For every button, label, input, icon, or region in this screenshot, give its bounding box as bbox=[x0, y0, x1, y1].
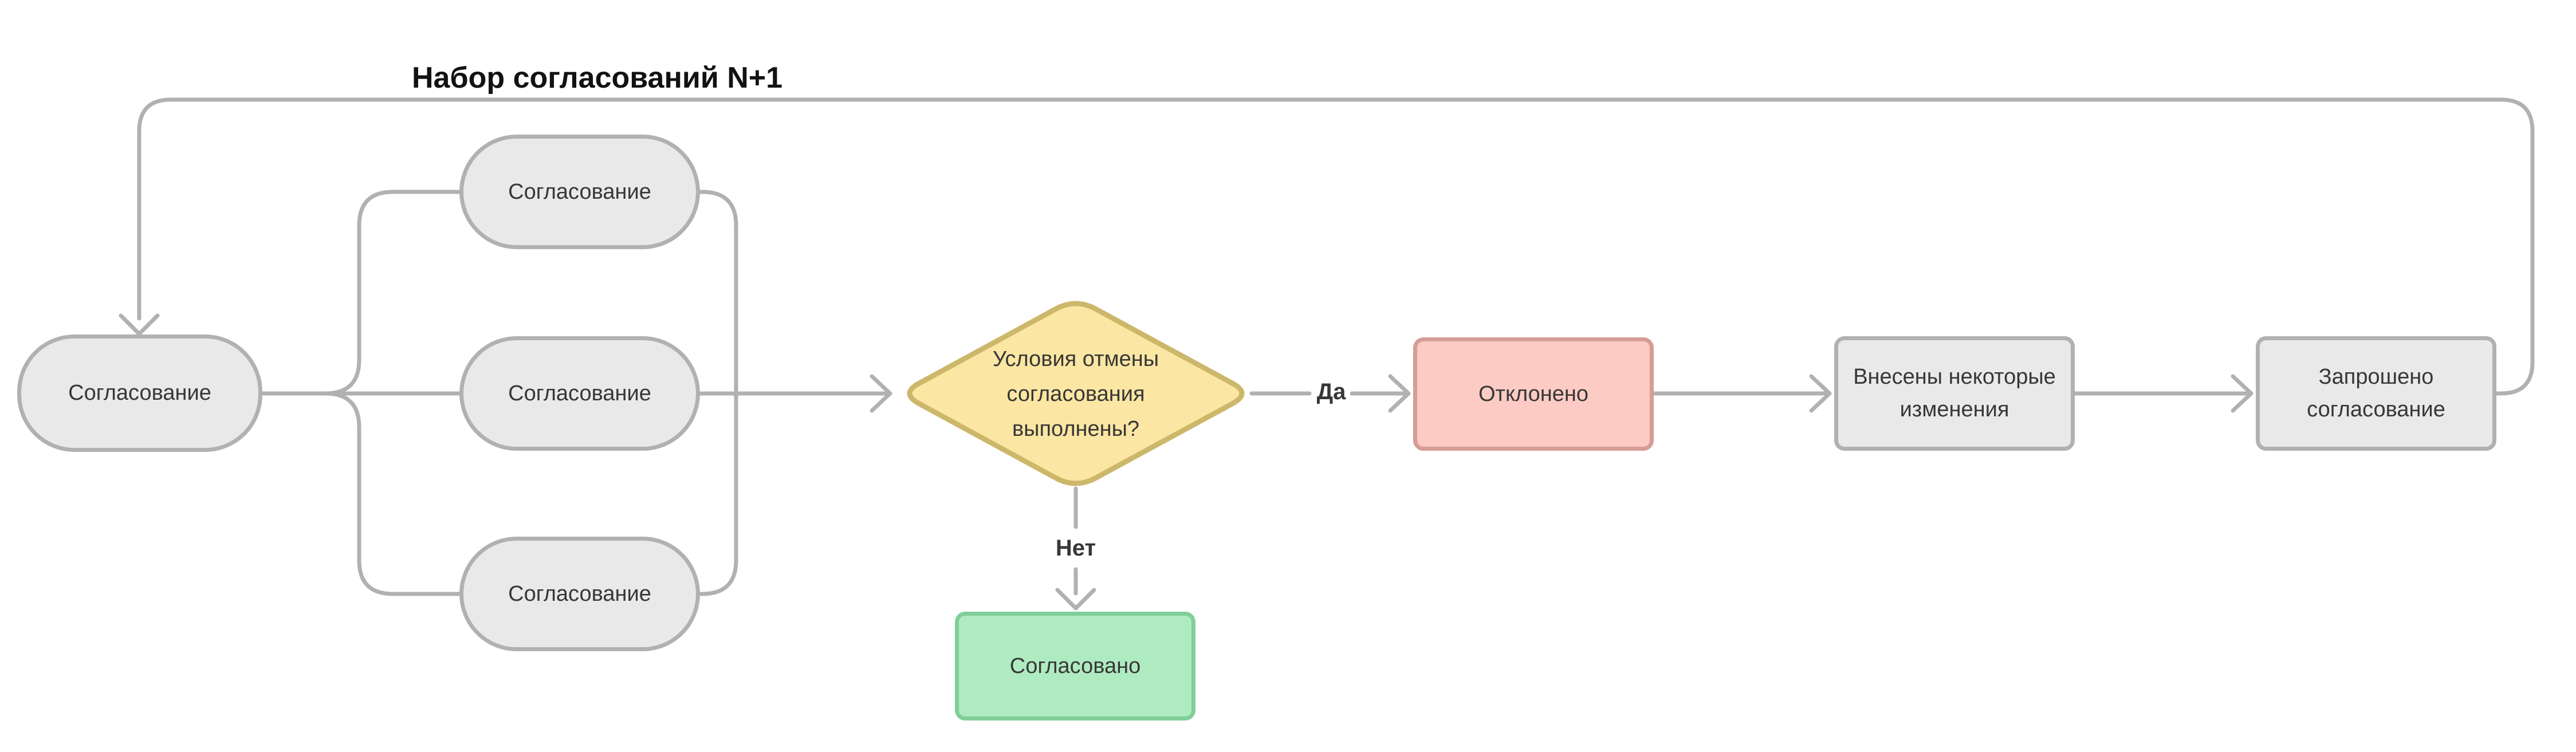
node-changes-made-label: Внесены некоторые изменения bbox=[1853, 365, 2056, 422]
node-rejected-label: Отклонено bbox=[1478, 381, 1588, 406]
edge-merge-bottom bbox=[698, 391, 738, 596]
arrowhead-into-decision bbox=[870, 374, 892, 413]
edge-label-yes: Да bbox=[1316, 379, 1346, 404]
node-approval-requested: Запрошено согласование bbox=[2256, 336, 2496, 451]
node-changes-made: Внесены некоторые изменения bbox=[1834, 336, 2075, 451]
arrowhead-into-rejected bbox=[1388, 374, 1411, 413]
arrowhead-into-left-approval bbox=[119, 313, 160, 336]
node-approval-top: Согласование bbox=[459, 135, 700, 249]
node-approval-middle: Согласование bbox=[459, 336, 700, 451]
node-approval-requested-label: Запрошено согласование bbox=[2307, 365, 2445, 422]
node-approved-label: Согласовано bbox=[1009, 653, 1141, 678]
edge-loop-back bbox=[137, 97, 2535, 396]
node-approval-left-label: Согласование bbox=[68, 381, 211, 405]
arrowhead-into-approved bbox=[1055, 588, 1096, 611]
node-approval-bottom: Согласование bbox=[459, 537, 700, 651]
node-rejected: Отклонено bbox=[1413, 337, 1654, 451]
edge-fork-down bbox=[323, 391, 462, 596]
arrowhead-into-requested bbox=[2231, 374, 2253, 413]
node-approved: Согласовано bbox=[955, 612, 1195, 720]
edge-fork-up bbox=[323, 190, 462, 396]
edge-merge-top bbox=[698, 190, 738, 396]
edge-label-no: Нет bbox=[1055, 536, 1096, 561]
node-decision-label: Условия отмены согласования выполнены? bbox=[992, 347, 1159, 441]
decision-diamond-shape bbox=[907, 301, 1245, 486]
node-approval-top-label: Согласование bbox=[508, 179, 651, 204]
node-approval-middle-label: Согласование bbox=[508, 381, 651, 405]
diagram-title: Набор согласований N+1 bbox=[412, 61, 783, 95]
node-approval-left: Согласование bbox=[17, 334, 262, 452]
node-approval-bottom-label: Согласование bbox=[508, 581, 651, 606]
arrowhead-into-changes bbox=[1809, 374, 1832, 413]
